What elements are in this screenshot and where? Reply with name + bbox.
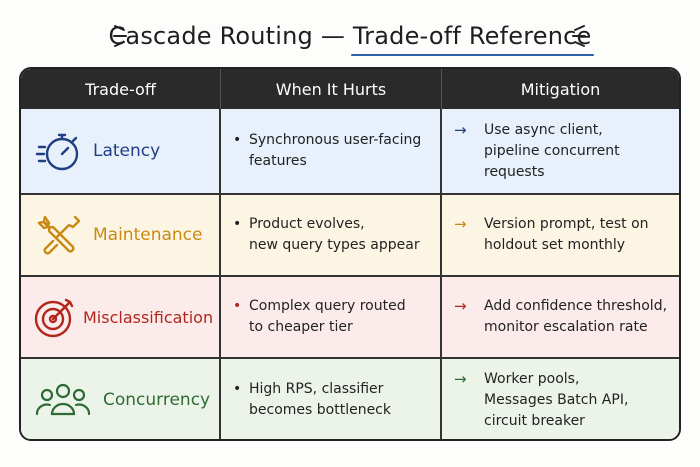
title-bar: Cascade Routing — Trade-off Reference [0,14,700,58]
mitigation-text: Worker pools, Messages Batch API, circui… [484,370,629,429]
tradeoff-cell: Misclassification [21,277,221,357]
mitigation-cell: → Use async client, pipeline concurrent r… [442,109,679,193]
tradeoff-cell: Latency [21,109,221,193]
header-tradeoff: Trade-off [21,69,221,109]
tradeoff-cell: Maintenance [21,195,221,275]
table-row-latency: Latency • Synchronous user-facing feature… [21,109,679,193]
mitigation-text: Use async client, pipeline concurrent re… [484,121,620,180]
when-cell: • High RPS, classifier becomes bottleneck [221,359,442,439]
when-text: Product evolves, new query types appear [249,216,420,253]
arrow-right-icon: → [454,215,467,233]
arrow-right-icon: → [454,297,467,315]
mitigation-text: Add confidence threshold, monitor escala… [484,298,668,335]
table-row-concurrency: Concurrency • High RPS, classifier become… [21,357,679,439]
stopwatch-icon [35,127,83,175]
when-cell: • Product evolves, new query types appear [221,195,442,275]
target-icon [33,293,77,341]
tradeoff-name: Concurrency [103,389,211,410]
mitigation-cell: → Worker pools, Messages Batch API, circu… [442,359,679,439]
arrow-right-icon: → [454,120,467,139]
tradeoff-name: Maintenance [93,224,203,245]
page-title-highlight: Trade-off Reference [352,22,592,50]
sparkle-right-icon [572,25,586,47]
users-icon [35,376,91,424]
tradeoff-cell: Concurrency [21,359,221,439]
tradeoff-name: Misclassification [83,307,214,327]
when-text: Synchronous user-facing features [249,132,422,169]
table-header: Trade-off When It Hurts Mitigation [21,69,679,109]
mitigation-text: Version prompt, test on holdout set mont… [484,216,649,253]
tradeoff-name: Latency [93,140,161,161]
mitigation-cell: → Add confidence threshold, monitor escal… [442,277,679,357]
bullet-glyph: • [233,381,242,397]
tradeoff-table: Trade-off When It Hurts Mitigation Laten… [19,67,681,441]
bullet-glyph: • [233,216,242,232]
arrow-right-icon: → [454,369,467,388]
header-mitigation: Mitigation [520,79,601,99]
when-text: High RPS, classifier becomes bottleneck [249,381,391,418]
table-row-maintenance: Maintenance • Product evolves, new query … [21,193,679,275]
when-text: Complex query routed to cheaper tier [249,298,406,335]
page-title: Cascade Routing — Trade-off Reference [108,22,591,50]
mitigation-cell: → Version prompt, test on holdout set mon… [442,195,679,275]
sparkle-left-icon [113,25,127,47]
bullet-glyph: • [233,132,242,148]
when-cell: • Synchronous user-facing features [221,109,442,193]
bullet-glyph: • [233,298,242,314]
header-when-it-hurts: When It Hurts [221,69,442,109]
page-title-prefix: Cascade Routing — [108,22,353,50]
wrench-screwdriver-icon [35,211,83,259]
table-row-misclassification: Misclassification • Complex query routed … [21,275,679,357]
when-cell: • Complex query routed to cheaper tier [221,277,442,357]
